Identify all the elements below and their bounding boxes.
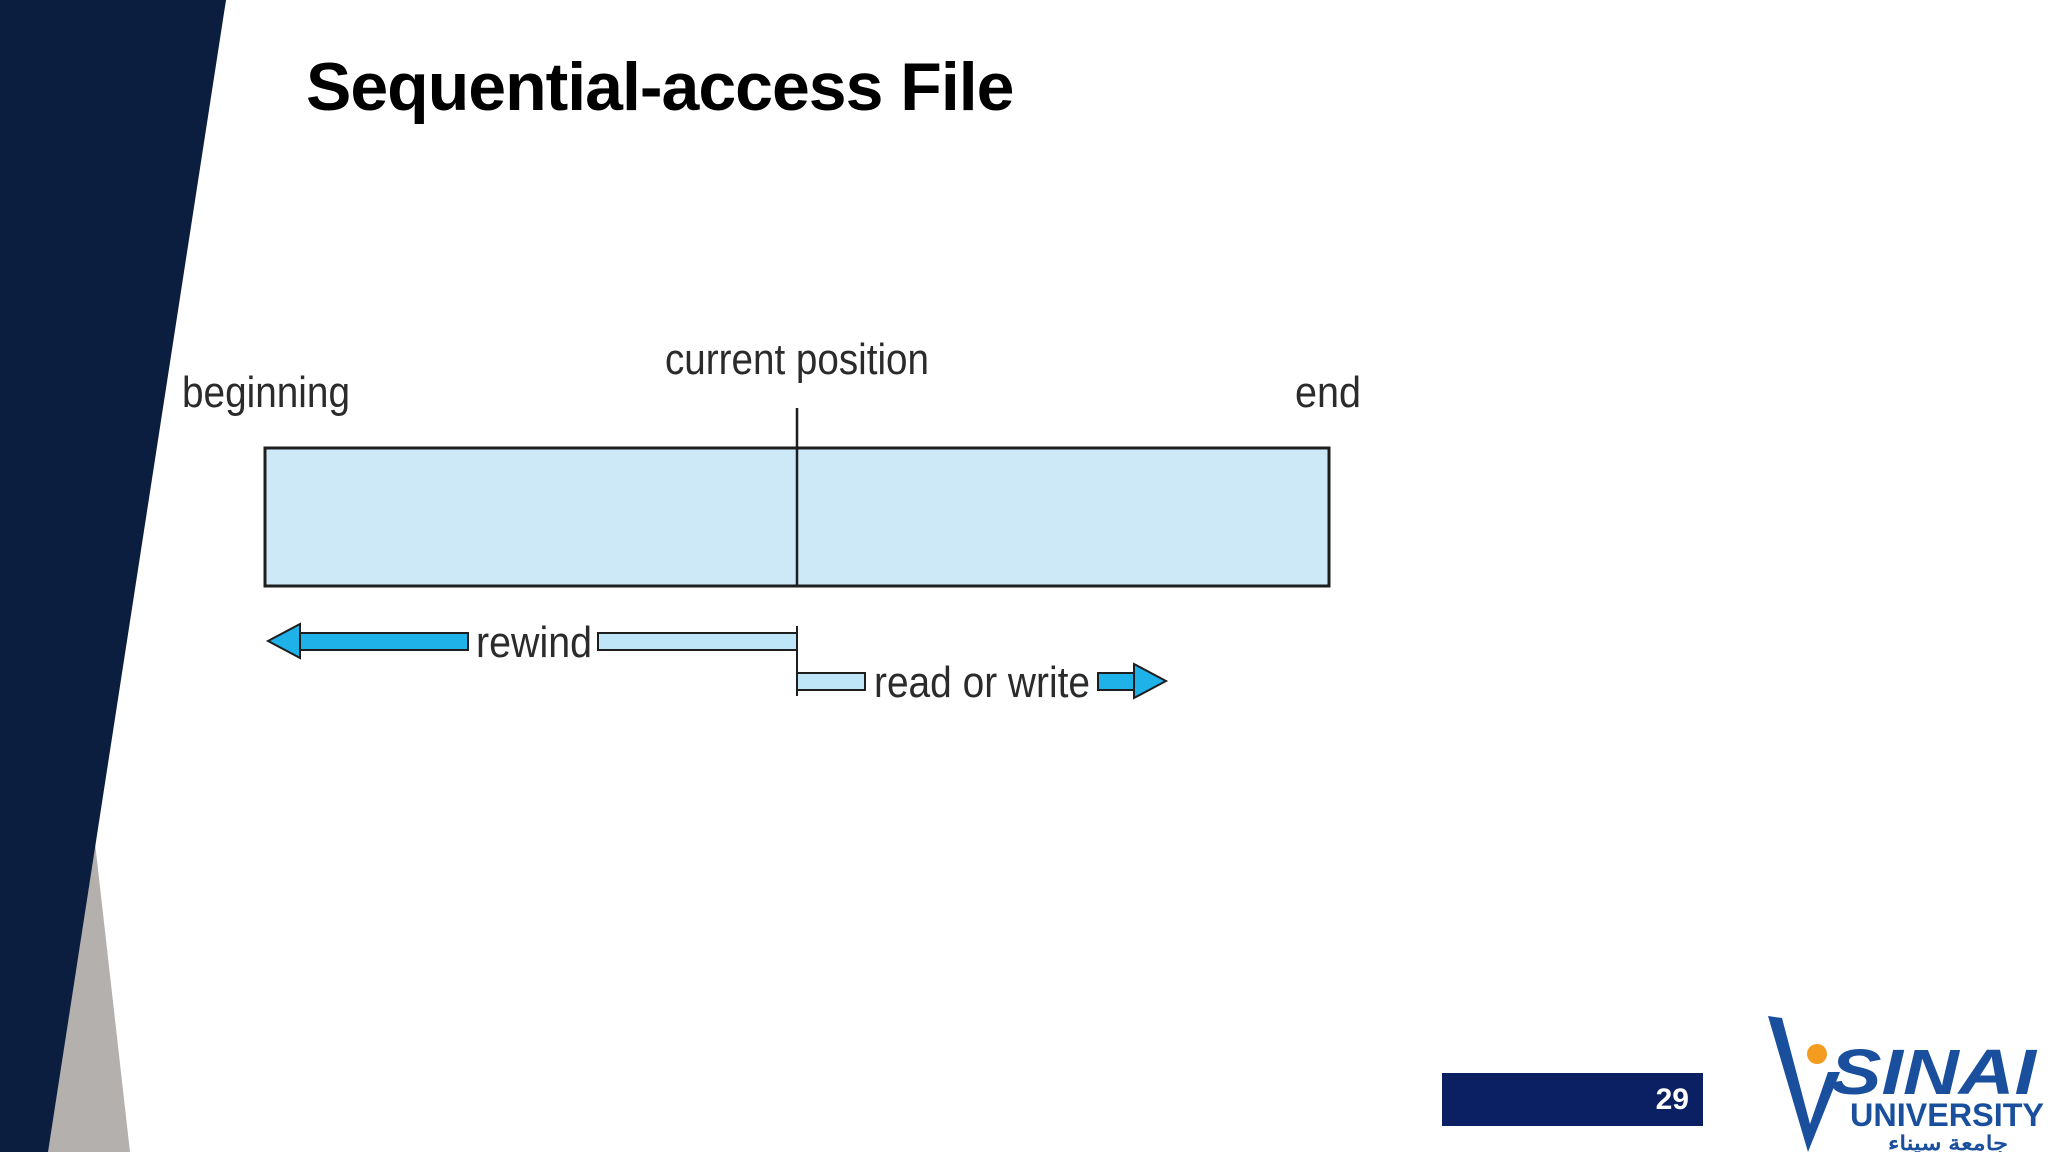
logo-text-sub: UNIVERSITY <box>1850 1097 2044 1133</box>
read-write-shaft-left <box>796 672 866 691</box>
label-rewind: rewind <box>476 618 592 667</box>
read-write-arrowhead <box>1133 662 1169 700</box>
rewind-shaft-left <box>299 632 469 651</box>
rewind-shaft-right <box>597 632 798 651</box>
sinai-university-logo: SINAI UNIVERSITY جامعة سيناء <box>1768 1016 2044 1152</box>
read-write-shaft-right <box>1097 672 1135 691</box>
page-number-bar: 29 <box>1442 1073 1703 1126</box>
label-end: end <box>1295 368 1361 417</box>
logo-orange-dot <box>1807 1044 1827 1064</box>
rewind-arrowhead <box>265 622 301 660</box>
label-beginning: beginning <box>182 368 350 417</box>
slide-title: Sequential-access File <box>306 49 1014 125</box>
logo-text-main: SINAI <box>1830 1036 2037 1108</box>
page-number: 29 <box>1655 1083 1689 1116</box>
label-read-or-write: read or write <box>874 658 1090 707</box>
label-current-position: current position <box>665 335 929 384</box>
logo-v-mark <box>1768 1016 1840 1152</box>
logo-text-arabic: جامعة سيناء <box>1888 1133 2008 1152</box>
navy-band-overlap <box>0 0 226 1152</box>
left-decorative-band <box>0 0 226 1152</box>
